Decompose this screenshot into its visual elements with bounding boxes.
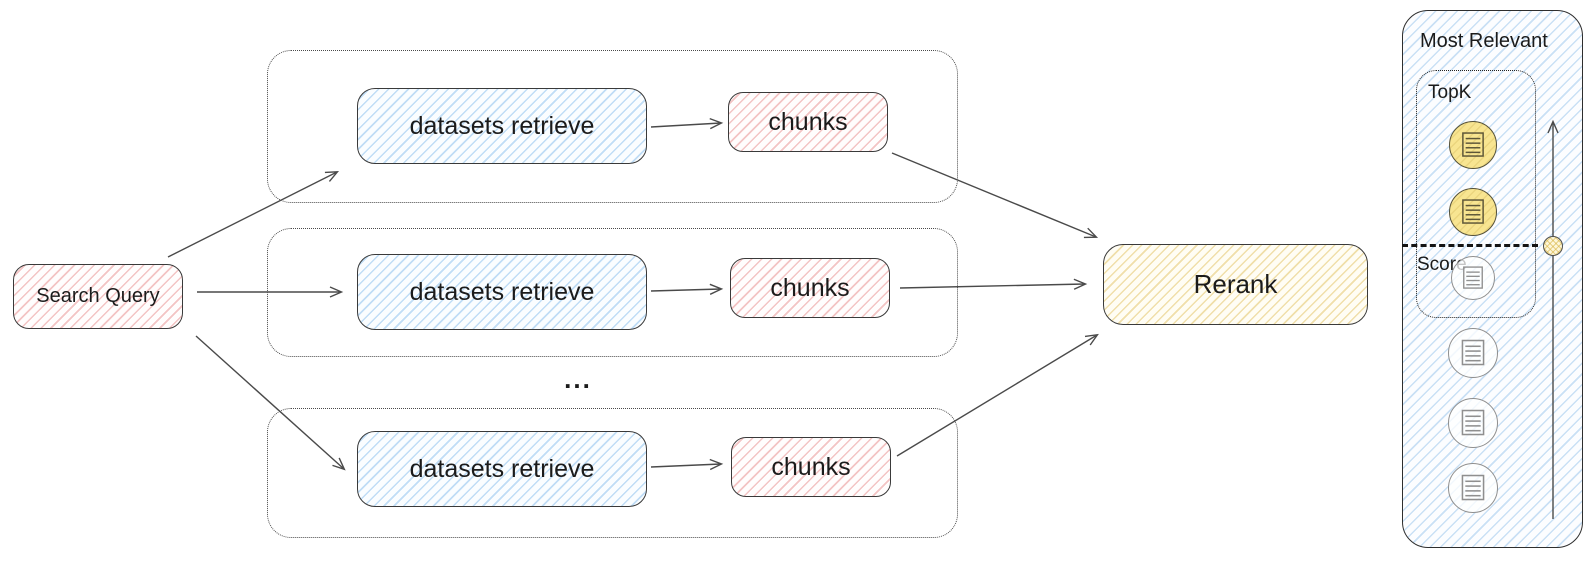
datasets-retrieve-node-1: datasets retrieve	[357, 88, 647, 164]
document-icon	[1462, 132, 1484, 157]
topk-label: TopK	[1428, 82, 1472, 103]
chunks-node-2: chunks	[730, 258, 890, 318]
datasets-retrieve-label-1: datasets retrieve	[409, 111, 595, 140]
datasets-retrieve-node-2: datasets retrieve	[357, 254, 647, 330]
chunks-label-2: chunks	[770, 273, 850, 302]
rerank-label: Rerank	[1193, 269, 1278, 299]
scored-document-icon	[1448, 328, 1498, 378]
chunks-node-1: chunks	[728, 92, 888, 152]
scored-document-icon	[1448, 398, 1498, 448]
scored-document-icon	[1451, 256, 1495, 300]
topk-document-icon	[1449, 121, 1497, 169]
more-branches-ellipsis: ...	[564, 364, 592, 394]
most-relevant-title: Most Relevant	[1420, 30, 1548, 52]
datasets-retrieve-node-3: datasets retrieve	[357, 431, 647, 507]
branch-group-3	[267, 408, 958, 538]
document-icon	[1461, 474, 1485, 501]
document-icon	[1463, 266, 1483, 289]
topk-document-icon	[1449, 188, 1497, 236]
document-icon	[1461, 339, 1485, 366]
chunks-node-3: chunks	[731, 437, 891, 497]
datasets-retrieve-label-3: datasets retrieve	[409, 454, 595, 483]
rerank-node: Rerank	[1103, 244, 1368, 325]
document-icon	[1461, 409, 1485, 436]
search-query-label: Search Query	[36, 285, 160, 307]
datasets-retrieve-label-2: datasets retrieve	[409, 277, 595, 306]
document-icon	[1462, 199, 1484, 224]
chunks-label-1: chunks	[768, 107, 848, 136]
topk-group	[1416, 70, 1536, 318]
search-query-node: Search Query	[13, 264, 183, 329]
score-threshold-line	[1402, 244, 1538, 247]
scored-document-icon	[1448, 463, 1498, 513]
threshold-marker-icon	[1543, 236, 1563, 256]
branch-group-1	[267, 50, 958, 203]
chunks-label-3: chunks	[771, 452, 851, 481]
